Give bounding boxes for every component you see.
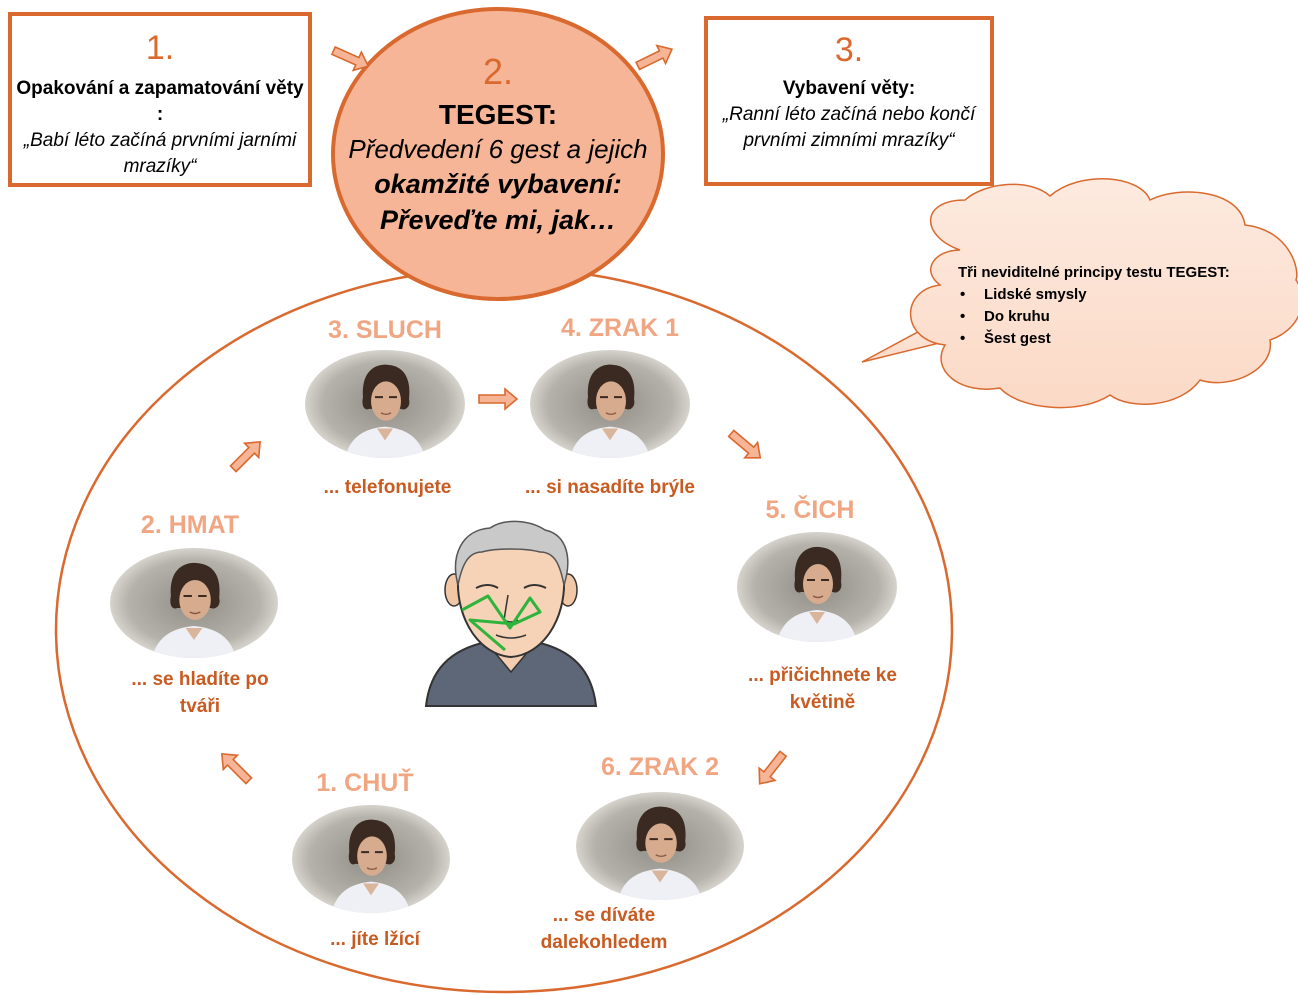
step-label-sluch: 3. SLUCH: [328, 316, 442, 344]
center-line-3: Převeďte mi, jak…: [379, 205, 617, 235]
cloud-item: •Lidské smysly: [958, 284, 1288, 306]
center-line-1: Předvedení 6 gest a jejich: [348, 134, 648, 164]
box1-number: 1.: [145, 29, 175, 67]
step-label-chut: 1. CHUŤ: [316, 769, 414, 797]
step-3-box: 3. Vybavení věty: „Ranní léto začíná neb…: [704, 16, 994, 186]
block-arrow-icon: [634, 44, 674, 71]
block-arrow-icon: [727, 429, 762, 459]
step-1-box: 1. Opakování a zapamatování věty : „Babí…: [8, 12, 312, 187]
center-title: TEGEST:: [438, 99, 558, 130]
box3-number: 3.: [834, 31, 864, 69]
bullet-icon: •: [960, 286, 966, 303]
step-caption-hmat: ... se hladíte po tváři: [131, 669, 269, 717]
cloud-text: Tři neviditelné principy testu TEGEST: •…: [958, 262, 1288, 350]
cloud-list: •Lidské smysly •Do kruhu •Šest gest: [958, 284, 1288, 350]
block-arrow-icon: [758, 750, 788, 785]
center-line-2: okamžité vybavení:: [374, 169, 622, 199]
step-caption-sluch: ... telefonujete: [323, 477, 452, 498]
woman-gesture-photo: [737, 532, 897, 642]
cloud-item: •Do kruhu: [958, 306, 1288, 328]
block-arrow-icon: [478, 387, 519, 411]
cloud-callout: [861, 178, 1298, 409]
center-ellipse-text: 2. TEGEST: Předvedení 6 gest a jejich ok…: [338, 52, 658, 238]
step-label-cich: 5. ČICH: [765, 496, 855, 524]
step-label-zrak2: 6. ZRAK 2: [600, 753, 720, 781]
block-arrow-icon: [220, 752, 253, 785]
woman-gesture-photo: [576, 792, 744, 900]
woman-gesture-photo: [110, 548, 278, 658]
center-number: 2.: [482, 51, 514, 92]
woman-gesture-photo: [305, 350, 465, 458]
bullet-icon: •: [960, 330, 966, 347]
step-label-zrak1: 4. ZRAK 1: [560, 314, 680, 342]
box3-title: Vybavení věty:: [782, 78, 916, 99]
step-caption-zrak2: ... se díváte dalekohledem: [540, 905, 668, 953]
step-label-hmat: 2. HMAT: [140, 511, 240, 539]
block-arrow-icon: [229, 440, 262, 473]
bullet-icon: •: [960, 308, 966, 325]
box1-quote: „Babí léto začíná prvními jarními mrazík…: [23, 130, 297, 177]
box3-quote: „Ranní léto začíná nebo končí prvními zi…: [722, 104, 976, 151]
cloud-title: Tři neviditelné principy testu TEGEST:: [958, 264, 1230, 281]
cloud-item: •Šest gest: [958, 328, 1288, 350]
box1-title: Opakování a zapamatování věty :: [16, 78, 304, 125]
block-arrow-icon: [330, 45, 370, 72]
center-ellipse: [331, 7, 665, 301]
woman-gesture-photo: [530, 350, 690, 458]
elderly-man-face-icon: [424, 520, 598, 707]
step-caption-cich: ... přičichnete ke květině: [748, 665, 897, 713]
woman-gesture-photo: [292, 805, 450, 913]
step-caption-chut: ... jíte lžící: [330, 929, 420, 950]
step-caption-zrak1: ... si nasadíte brýle: [524, 477, 696, 498]
